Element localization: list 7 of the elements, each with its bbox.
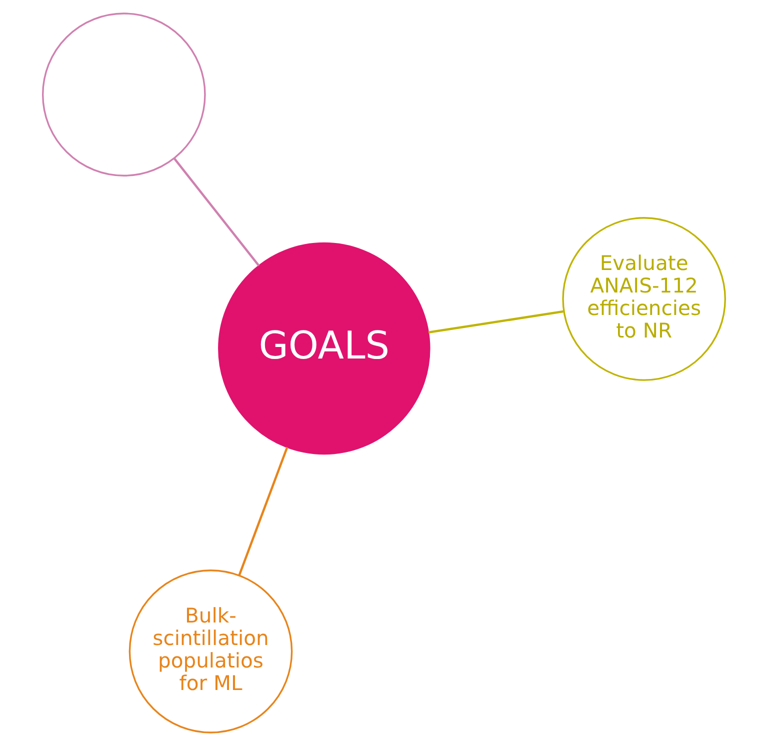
connector — [238, 446, 288, 576]
connector — [173, 157, 260, 266]
node-circle — [42, 12, 206, 176]
node-circle: GOALS — [218, 242, 430, 454]
node-circle: Evaluate ANAIS-112 efficiencies to NR — [562, 216, 726, 380]
connector — [428, 310, 564, 333]
node-circle: Bulk-scintillation populatios for ML — [128, 569, 293, 733]
